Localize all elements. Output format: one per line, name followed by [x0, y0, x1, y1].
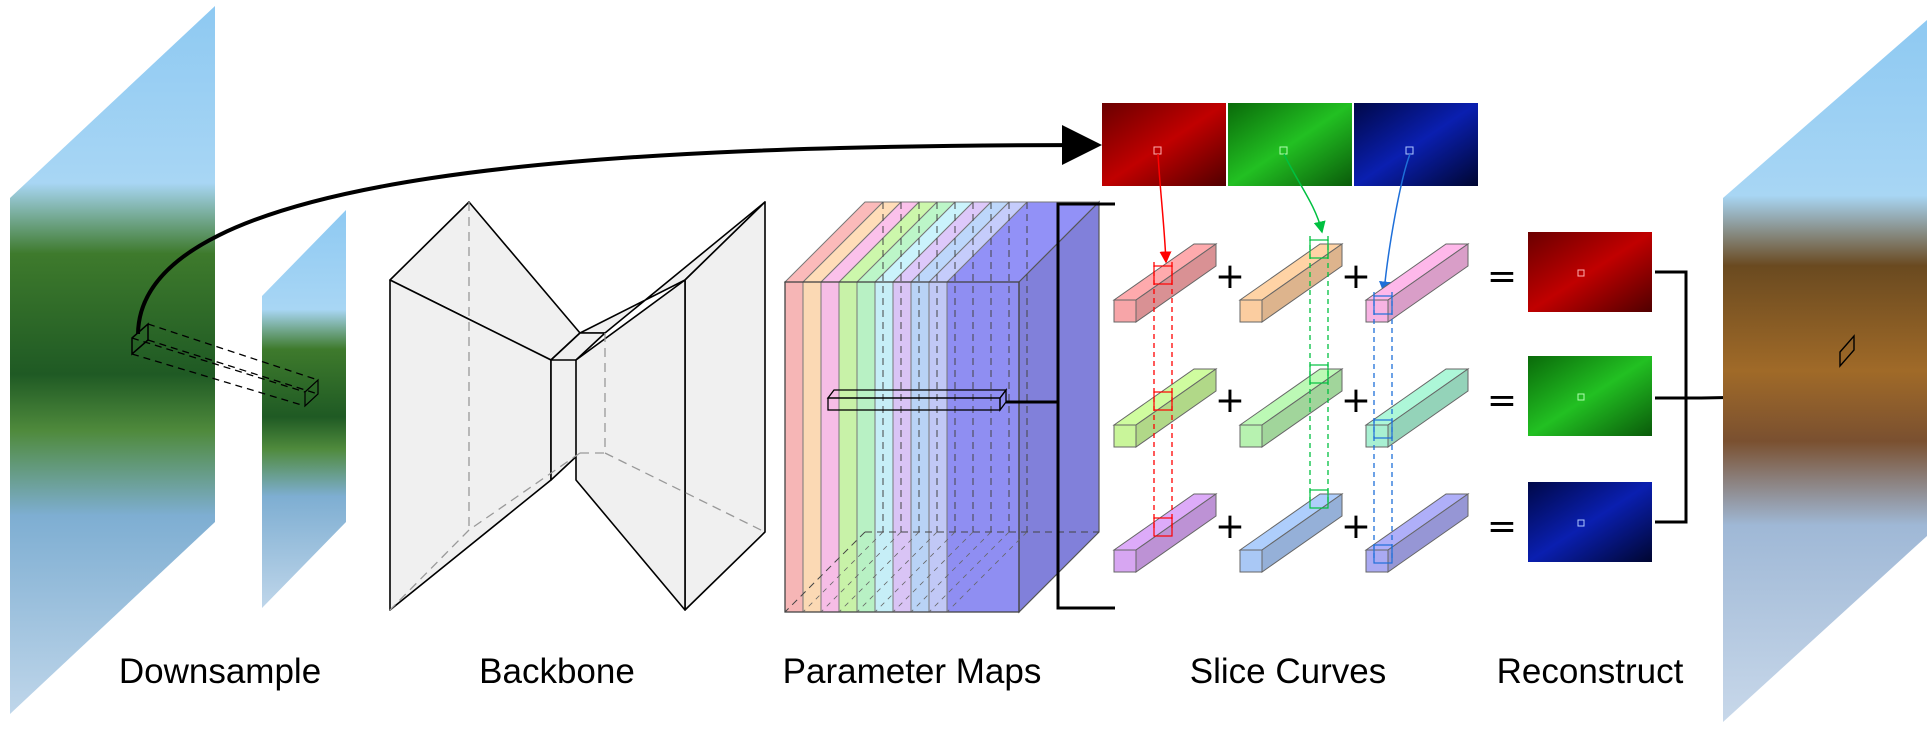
- reconstructed-blue-channel: [1528, 482, 1652, 562]
- curve-bar-green-1: [1112, 368, 1218, 448]
- backbone-network: [389, 201, 766, 611]
- plus-sign: +: [1215, 256, 1245, 297]
- parameter-map-slab: [802, 281, 822, 613]
- equals-sign: =: [1487, 380, 1517, 421]
- slice-curves-grid: [1112, 239, 1470, 573]
- downsample-projection-lines: [131, 323, 319, 407]
- curve-bar-green-2: [1238, 368, 1344, 448]
- green-channel-arrow: [1283, 153, 1326, 234]
- input-image: [10, 6, 215, 714]
- parameter-map-slab: [856, 281, 876, 613]
- parameter-map-slab: [820, 281, 840, 613]
- label-backbone: Backbone: [479, 652, 635, 691]
- curve-bar-blue-3: [1364, 493, 1470, 573]
- curve-bar-red-2: [1238, 243, 1344, 323]
- output-image: [1723, 20, 1927, 722]
- downsampled-image: [262, 210, 346, 608]
- green-channel-image: [1228, 103, 1352, 186]
- label-slice-curves: Slice Curves: [1190, 652, 1386, 691]
- parameter-map-slab: [838, 281, 858, 613]
- plus-sign: +: [1341, 256, 1371, 297]
- parameter-map-slab: [874, 281, 894, 613]
- label-reconstruct: Reconstruct: [1497, 652, 1684, 691]
- parameter-map-slab: [910, 281, 930, 613]
- equals-sign: =: [1487, 506, 1517, 547]
- merge-bracket: [1655, 270, 1688, 524]
- plus-sign: +: [1341, 380, 1371, 421]
- parameter-maps: [783, 200, 1101, 614]
- plus-sign: +: [1341, 506, 1371, 547]
- curve-bar-blue-1: [1112, 493, 1218, 573]
- downsampled-patch: [304, 378, 319, 408]
- plus-sign: +: [1215, 506, 1245, 547]
- parameter-map-slab: [946, 281, 1020, 613]
- red-channel-image: [1102, 103, 1226, 186]
- curve-bar-red-3: [1364, 243, 1470, 323]
- label-parameter-maps: Parameter Maps: [783, 652, 1042, 691]
- parameter-bracket: [1006, 202, 1115, 610]
- rgb-channel-strip: [1102, 103, 1478, 186]
- curve-bar-green-3: [1364, 368, 1470, 448]
- curve-bar-blue-2: [1238, 493, 1344, 573]
- red-channel-arrow: [1157, 153, 1172, 264]
- blue-channel-arrow: [1379, 153, 1411, 294]
- parameter-map-slab: [784, 281, 804, 613]
- blue-channel-image: [1354, 103, 1478, 186]
- parameter-map-slab: [892, 281, 912, 613]
- reconstructed-red-channel: [1528, 232, 1652, 312]
- reconstructed-green-channel: [1528, 356, 1652, 436]
- operators: + + = + + = + + =: [1215, 256, 1517, 547]
- parameter-map-slab: [928, 281, 948, 613]
- output-patch: [1839, 334, 1855, 368]
- curve-bar-red-1: [1112, 243, 1218, 323]
- plus-sign: +: [1215, 380, 1245, 421]
- label-downsample: Downsample: [119, 652, 321, 691]
- equals-sign: =: [1487, 256, 1517, 297]
- image-to-channels-arrow: [136, 125, 1102, 335]
